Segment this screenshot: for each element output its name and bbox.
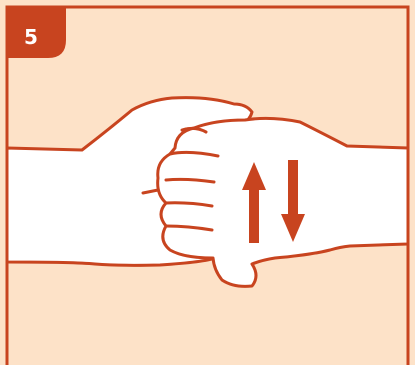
step-number: 5	[24, 25, 38, 49]
